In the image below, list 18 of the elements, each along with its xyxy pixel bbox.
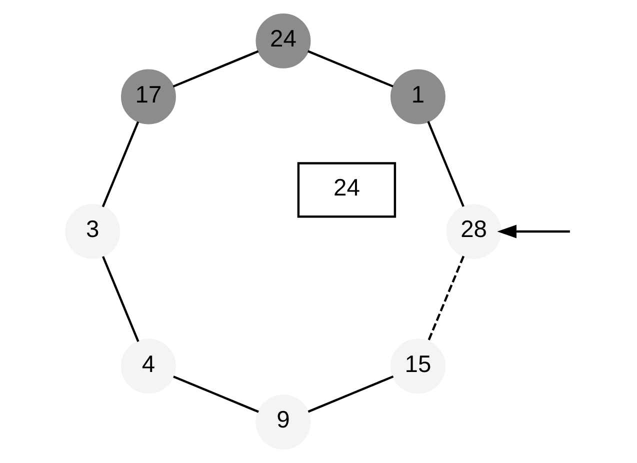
arrow — [497, 224, 570, 238]
node-circle: 28 — [446, 204, 502, 259]
connector — [427, 121, 464, 207]
node-circle: 17 — [121, 69, 176, 124]
connector — [172, 50, 259, 88]
node-circle: 1 — [390, 69, 446, 124]
connector — [102, 121, 140, 208]
node-circle: 24 — [256, 13, 311, 68]
connector — [102, 256, 140, 342]
node-circle: 15 — [390, 338, 446, 394]
node-circle: 9 — [256, 394, 311, 450]
connector — [308, 50, 394, 88]
connector — [427, 256, 465, 342]
connector — [173, 376, 259, 413]
node-box: 24 — [297, 162, 396, 218]
node-circle: 4 — [121, 338, 176, 394]
node-circle: 3 — [65, 204, 120, 259]
connector — [308, 375, 394, 413]
